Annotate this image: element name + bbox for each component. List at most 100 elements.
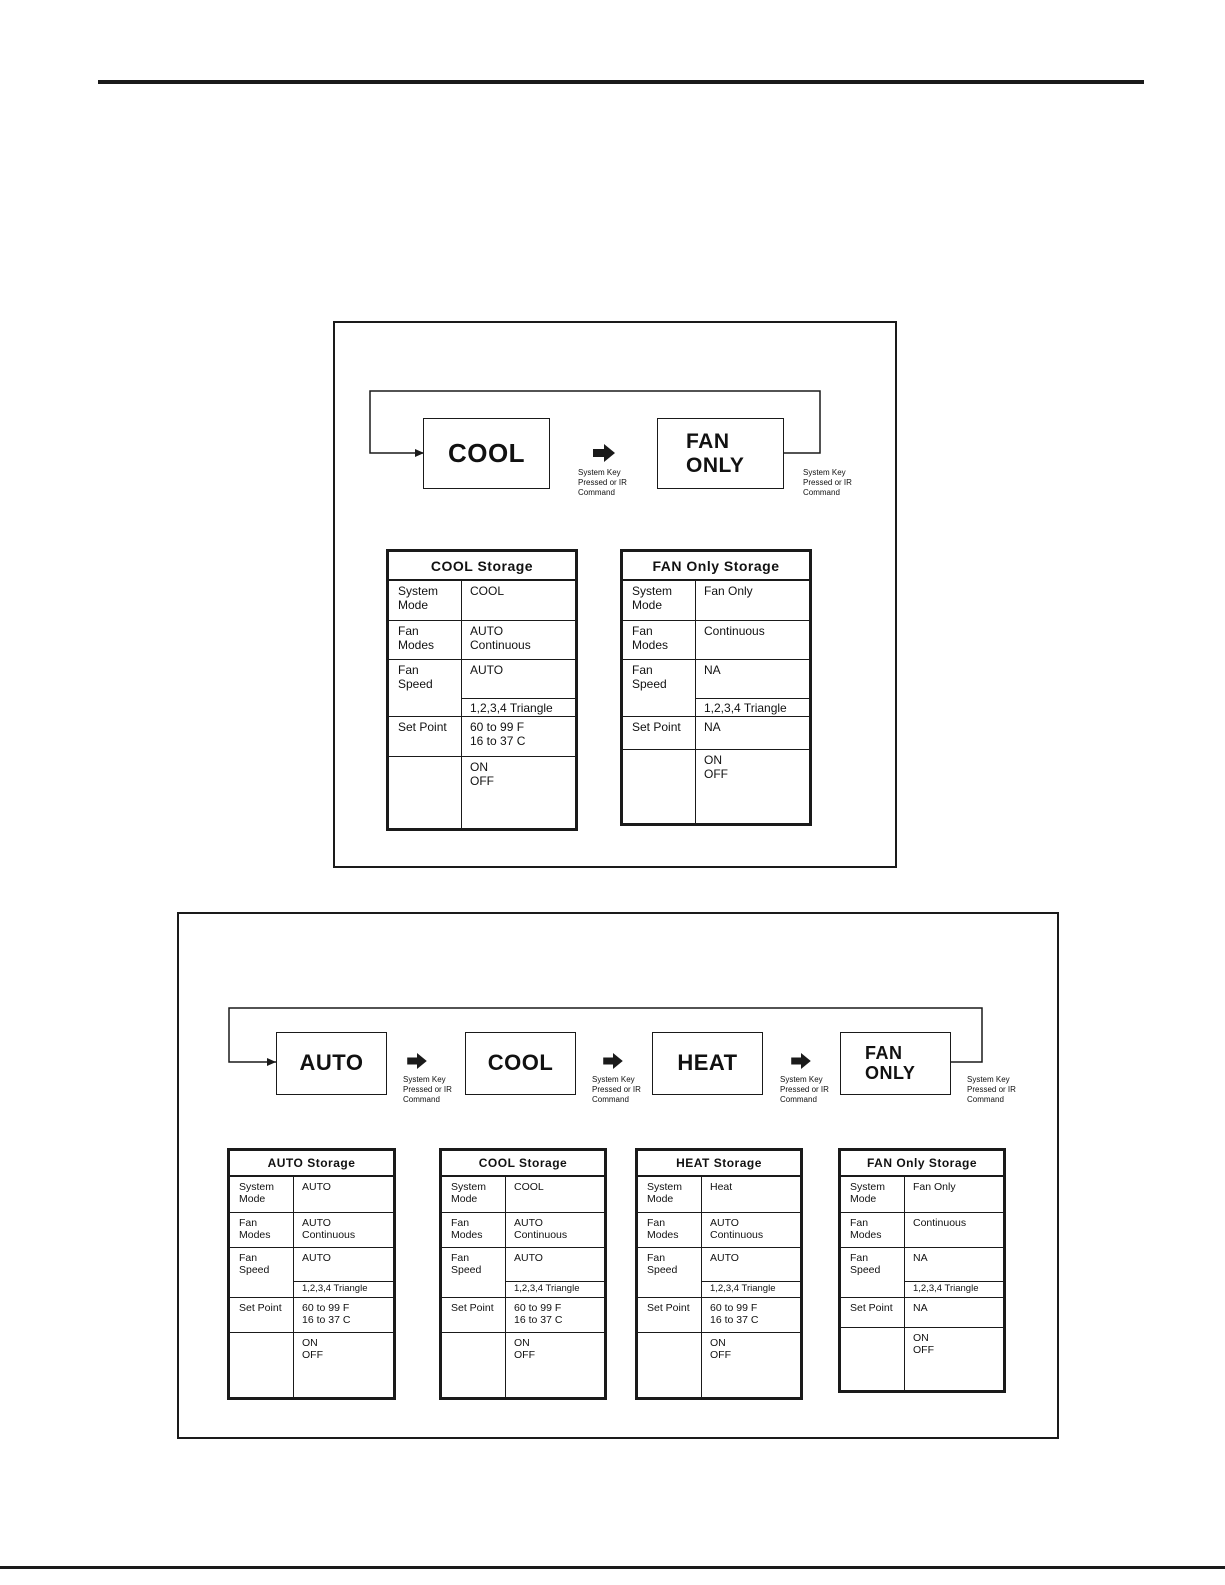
mode-box-cool: COOL <box>465 1032 576 1095</box>
row-label-fan-modes: Fan Modes <box>442 1212 505 1247</box>
row-label-system-mode: System Mode <box>647 1181 683 1206</box>
row-label-fan-speed: Fan Speed <box>841 1247 904 1297</box>
storage-table-cool: COOL Storage System Mode COOL Fan Modes … <box>439 1148 607 1400</box>
row-label-power <box>841 1327 904 1390</box>
row-value-set-point: NA <box>695 716 809 749</box>
row-label-fan-modes: Fan Modes <box>230 1212 293 1247</box>
row-value-set-point: 60 to 99 F 16 to 37 C <box>505 1297 604 1332</box>
mode-label: COOL <box>487 1050 554 1076</box>
row-value-fan-speed: AUTO <box>293 1247 393 1281</box>
row-value-set-point: 60 to 99 F 16 to 37 C <box>461 716 575 756</box>
row-value-system-mode: COOL <box>470 584 505 598</box>
row-label-system-mode: System Mode <box>398 584 439 612</box>
row-value-power: ON OFF <box>904 1327 1003 1390</box>
row-value-set-point: NA <box>904 1297 1003 1327</box>
mode-label: AUTO <box>299 1050 364 1076</box>
row-value-system-mode: AUTO <box>302 1181 331 1193</box>
row-value-fan-speed: AUTO <box>505 1247 604 1281</box>
row-value-system-mode: Heat <box>710 1181 733 1193</box>
right-arrow-icon <box>407 1053 427 1069</box>
row-value-system-mode: COOL <box>514 1181 544 1193</box>
row-label-set-point: Set Point <box>623 716 695 749</box>
storage-title: FAN Only Storage <box>623 552 809 581</box>
row-value-fan-modes: AUTO Continuous <box>701 1212 800 1247</box>
storage-table-cool: COOL Storage System Mode COOL Fan Modes … <box>386 549 578 831</box>
command-label: System Key Pressed or IR Command <box>803 468 852 497</box>
row-value-fan-speed-range: 1,2,3,4 Triangle <box>701 1281 800 1297</box>
row-label-set-point: Set Point <box>638 1297 701 1332</box>
mode-label: FAN ONLY <box>865 1042 916 1083</box>
storage-title: HEAT Storage <box>638 1151 800 1177</box>
row-label-set-point: Set Point <box>389 716 461 756</box>
command-label: System Key Pressed or IR Command <box>592 1075 641 1104</box>
mode-box-fan-only: FAN ONLY <box>657 418 784 489</box>
row-value-fan-modes: AUTO Continuous <box>461 620 575 659</box>
row-label-power <box>230 1332 293 1397</box>
mode-label: HEAT <box>677 1050 738 1076</box>
storage-title: COOL Storage <box>389 552 575 581</box>
row-label-system-mode: System Mode <box>239 1181 275 1206</box>
right-arrow-icon <box>593 444 615 462</box>
row-value-fan-speed-range: 1,2,3,4 Triangle <box>695 698 809 716</box>
storage-table-auto: AUTO Storage System Mode AUTO Fan Modes … <box>227 1148 396 1400</box>
row-value-set-point: 60 to 99 F 16 to 37 C <box>293 1297 393 1332</box>
right-arrow-icon <box>603 1053 623 1069</box>
command-label: System Key Pressed or IR Command <box>578 468 627 497</box>
storage-title: AUTO Storage <box>230 1151 393 1177</box>
row-value-power: ON OFF <box>695 749 809 823</box>
row-label-power <box>389 756 461 828</box>
row-value-fan-speed-range: 1,2,3,4 Triangle <box>293 1281 393 1297</box>
storage-title: FAN Only Storage <box>841 1151 1003 1177</box>
row-label-power <box>638 1332 701 1397</box>
row-label-power <box>623 749 695 823</box>
command-label: System Key Pressed or IR Command <box>780 1075 829 1104</box>
row-label-fan-modes: Fan Modes <box>841 1212 904 1247</box>
row-label-set-point: Set Point <box>230 1297 293 1332</box>
row-label-system-mode: System Mode <box>632 584 673 612</box>
row-label-system-mode: System Mode <box>451 1181 487 1206</box>
row-value-system-mode: Fan Only <box>913 1181 956 1193</box>
row-label-power <box>442 1332 505 1397</box>
row-value-fan-modes: AUTO Continuous <box>293 1212 393 1247</box>
mode-box-cool: COOL <box>423 418 550 489</box>
mode-label: FAN ONLY <box>686 430 745 477</box>
row-label-system-mode: System Mode <box>850 1181 886 1206</box>
command-label: System Key Pressed or IR Command <box>403 1075 452 1104</box>
row-label-set-point: Set Point <box>442 1297 505 1332</box>
row-value-fan-speed: NA <box>695 659 809 698</box>
row-label-fan-speed: Fan Speed <box>442 1247 505 1297</box>
row-value-power: ON OFF <box>461 756 575 828</box>
mode-box-heat: HEAT <box>652 1032 763 1095</box>
row-value-fan-speed-range: 1,2,3,4 Triangle <box>461 698 575 716</box>
row-label-fan-speed: Fan Speed <box>638 1247 701 1297</box>
mode-box-fan-only: FAN ONLY <box>840 1032 951 1095</box>
storage-table-heat: HEAT Storage System Mode Heat Fan Modes … <box>635 1148 803 1400</box>
row-value-power: ON OFF <box>293 1332 393 1397</box>
row-value-fan-speed-range: 1,2,3,4 Triangle <box>505 1281 604 1297</box>
row-value-fan-speed: AUTO <box>461 659 575 698</box>
row-label-fan-modes: Fan Modes <box>389 620 461 659</box>
row-value-fan-modes: Continuous <box>695 620 809 659</box>
storage-table-fan-only: FAN Only Storage System Mode Fan Only Fa… <box>620 549 812 826</box>
mode-box-auto: AUTO <box>276 1032 387 1095</box>
row-value-power: ON OFF <box>701 1332 800 1397</box>
row-value-fan-speed-range: 1,2,3,4 Triangle <box>904 1281 1003 1297</box>
row-value-fan-modes: AUTO Continuous <box>505 1212 604 1247</box>
row-label-fan-modes: Fan Modes <box>623 620 695 659</box>
footer-rule <box>0 1566 1225 1569</box>
row-label-fan-speed: Fan Speed <box>389 659 461 716</box>
row-label-fan-speed: Fan Speed <box>230 1247 293 1297</box>
header-rule <box>98 80 1144 84</box>
row-label-fan-modes: Fan Modes <box>638 1212 701 1247</box>
row-value-fan-modes: Continuous <box>904 1212 1003 1247</box>
row-value-system-mode: Fan Only <box>704 584 753 598</box>
row-value-power: ON OFF <box>505 1332 604 1397</box>
row-value-fan-speed: AUTO <box>701 1247 800 1281</box>
row-value-fan-speed: NA <box>904 1247 1003 1281</box>
storage-title: COOL Storage <box>442 1151 604 1177</box>
row-label-set-point: Set Point <box>841 1297 904 1327</box>
mode-label: COOL <box>447 438 526 469</box>
right-arrow-icon <box>791 1053 811 1069</box>
